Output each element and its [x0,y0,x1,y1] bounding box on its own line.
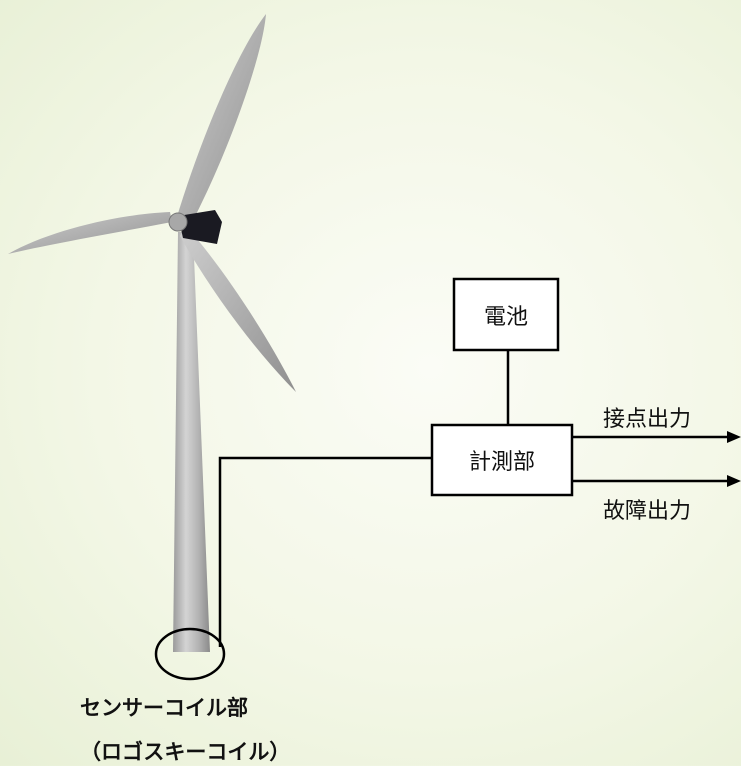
battery-label: 電池 [483,304,528,330]
turbine-blade-left [8,212,172,254]
turbine-hub [168,212,188,232]
sensor-signal-line [218,456,432,647]
battery-box [452,277,560,352]
fault-output-arrowhead [727,475,741,487]
fault-output-label: 故障出力 [603,499,692,524]
turbine-nacelle [178,210,222,244]
turbine-blade-lower [180,226,296,392]
sensor-coil-subcaption: （ロゴスキーコイル） [80,740,291,764]
measurement-label: 計測部 [468,450,535,475]
wind-turbine [8,14,296,652]
turbine-blade-upper [176,14,266,226]
sensor-coil-ring [154,627,226,681]
turbine-tower [173,232,210,652]
measurement-box [430,423,574,497]
contact-output-arrowhead [727,431,741,443]
contact-output-label: 接点出力 [603,407,692,432]
sensor-coil-caption: センサーコイル部 [80,696,248,720]
